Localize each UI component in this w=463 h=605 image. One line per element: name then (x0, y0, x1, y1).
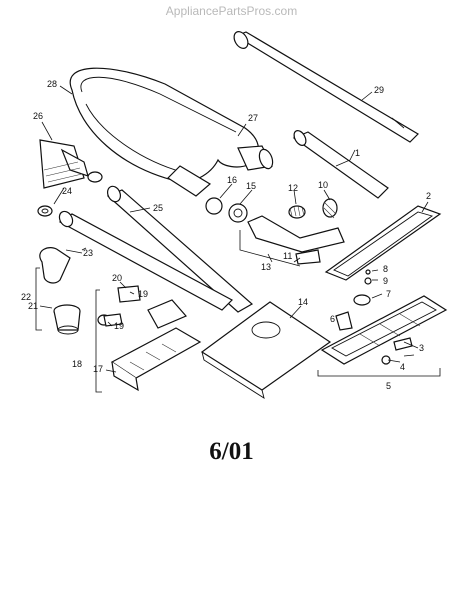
callout-19a: 19 (138, 289, 148, 299)
leader-lines (39, 85, 429, 373)
callout-6: 6 (330, 314, 335, 324)
hose-part (69, 67, 274, 197)
callout-4: 4 (400, 362, 405, 372)
callout-8: 8 (383, 264, 388, 274)
callout-13: 13 (261, 262, 271, 272)
callout-3: 3 (419, 343, 424, 353)
floor-nozzle-part (320, 269, 448, 365)
wand-part (106, 185, 254, 313)
adapter-ring-part (37, 171, 103, 217)
callout-25: 25 (153, 203, 163, 213)
crevice-tool-part (292, 130, 389, 199)
floor-brush-part (97, 285, 202, 392)
callout-17: 17 (93, 364, 103, 374)
watermark-text: AppliancePartsPros.com (165, 4, 298, 18)
group-18-bracket (95, 289, 102, 393)
callout-21: 21 (28, 301, 38, 311)
callout-7: 7 (386, 289, 391, 299)
callout-labels: 1 2 3 4 5 6 7 8 9 10 11 12 13 14 15 16 1… (21, 79, 431, 391)
callout-19b: 19 (114, 321, 124, 331)
group-13-bracket (239, 230, 301, 267)
callout-5: 5 (386, 381, 391, 391)
callout-1: 1 (355, 148, 360, 158)
group-5-bracket (317, 368, 441, 377)
callout-2: 2 (426, 191, 431, 201)
date-code: 6/01 (209, 438, 254, 465)
upholstery-brush-part (39, 139, 89, 189)
callout-22: 22 (21, 292, 31, 302)
callout-28: 28 (47, 79, 57, 89)
group-22-bracket (35, 267, 42, 331)
callout-14: 14 (298, 297, 308, 307)
dusting-brush-part (39, 247, 81, 335)
callout-29: 29 (374, 85, 384, 95)
callout-20: 20 (112, 273, 122, 283)
nozzle-plate-part (324, 205, 442, 281)
callout-12: 12 (288, 183, 298, 193)
callout-23: 23 (83, 248, 93, 258)
callout-27: 27 (248, 113, 258, 123)
swivel-assembly-part (247, 198, 345, 265)
callout-16: 16 (227, 175, 237, 185)
callout-26: 26 (33, 111, 43, 121)
callout-9: 9 (383, 276, 388, 286)
wand-lower-part (58, 210, 233, 311)
coupling-part (205, 197, 248, 223)
callout-24: 24 (62, 186, 72, 196)
dust-bag-part (200, 301, 332, 399)
callout-11: 11 (283, 251, 292, 261)
callout-10: 10 (318, 180, 328, 190)
extension-wand-part (233, 31, 419, 143)
callout-15: 15 (246, 181, 256, 191)
callout-18: 18 (72, 359, 82, 369)
